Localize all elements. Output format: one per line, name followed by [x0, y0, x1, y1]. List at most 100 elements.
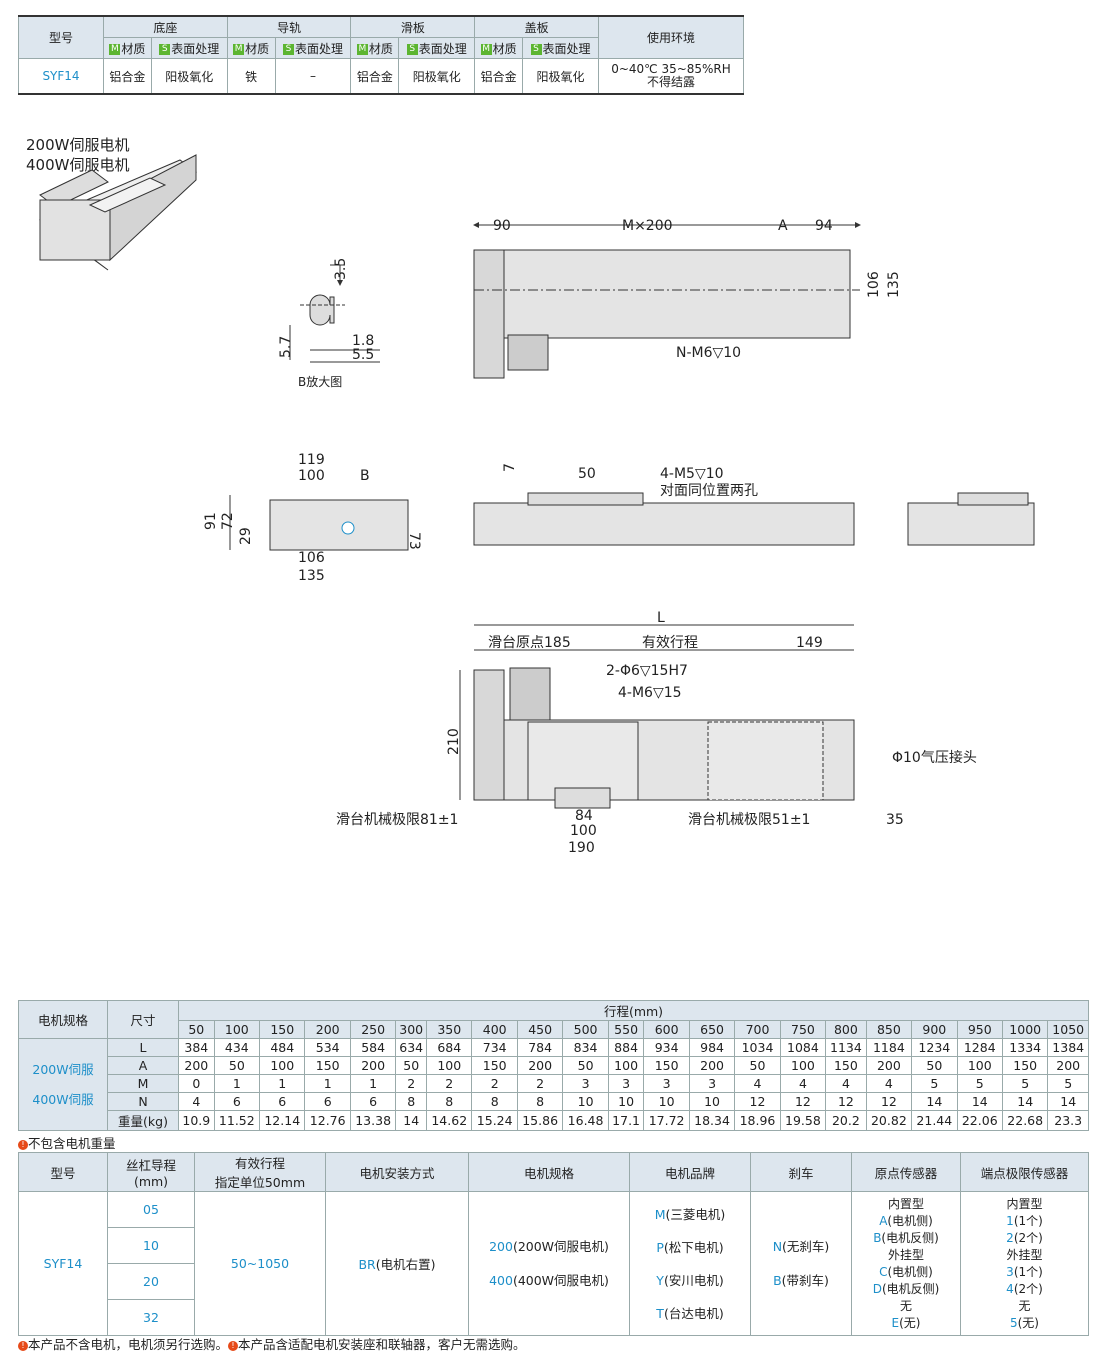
table-cell: 6: [259, 1092, 306, 1111]
table-cell: 100: [426, 1056, 473, 1075]
stroke-header: 600: [643, 1020, 690, 1039]
table-cell: 1184: [865, 1038, 913, 1057]
table-cell: 23.3: [1047, 1110, 1089, 1131]
table-cell: 684: [426, 1038, 473, 1057]
order-model: SYF14: [18, 1191, 108, 1336]
dim-1-8: 1.8: [352, 333, 374, 349]
end-dim-91: 91: [203, 512, 219, 530]
dim-3-5: 3.5: [333, 258, 349, 280]
bottom-origin: 滑台原点185: [488, 634, 571, 651]
top-dim-A: A: [778, 218, 788, 234]
order-stroke: 50~1050: [194, 1191, 326, 1336]
table-cell: 784: [516, 1038, 564, 1057]
table-cell: 10.9: [178, 1110, 215, 1131]
order-header: 端点极限传感器: [960, 1152, 1089, 1192]
hdr-motor: 电机规格: [18, 1000, 108, 1039]
table-cell: 12.76: [304, 1110, 351, 1131]
order-brand: M(三菱电机) P(松下电机) Y(安川电机) T(台达电机): [629, 1191, 751, 1336]
table-cell: 5: [1001, 1074, 1049, 1093]
table-cell: 10: [643, 1092, 690, 1111]
table-cell: 12: [779, 1092, 827, 1111]
bottom-dim-210: 210: [446, 728, 462, 755]
order-header: 电机品牌: [629, 1152, 751, 1192]
bottom-dim-35: 35: [886, 812, 904, 828]
m-icon: M: [233, 43, 245, 55]
table-cell: 200: [178, 1056, 215, 1075]
stroke-header: 450: [516, 1020, 564, 1039]
hdr-rail: 导轨: [226, 15, 352, 38]
stroke-header: 850: [865, 1020, 913, 1039]
table-cell: 384: [178, 1038, 215, 1057]
table-cell: 934: [643, 1038, 690, 1057]
table-cell: 17.72: [643, 1110, 690, 1131]
order-header: 电机安装方式: [325, 1152, 469, 1192]
table-cell: 634: [395, 1038, 428, 1057]
row-label: 重量(kg): [107, 1110, 179, 1131]
cover-material: 铝合金: [474, 58, 524, 95]
table-cell: 1384: [1047, 1038, 1089, 1057]
table-cell: 19.58: [779, 1110, 827, 1131]
table-cell: 11.52: [213, 1110, 261, 1131]
stroke-header: 650: [688, 1020, 736, 1039]
table-cell: 1134: [825, 1038, 867, 1057]
table-cell: 12.14: [259, 1110, 306, 1131]
table-cell: 6: [213, 1092, 261, 1111]
table-cell: 15.86: [516, 1110, 564, 1131]
table-cell: 10: [607, 1092, 645, 1111]
table-cell: 3: [607, 1074, 645, 1093]
rail-surface: –: [274, 58, 352, 95]
table-cell: 21.44: [911, 1110, 958, 1131]
table-cell: 5: [911, 1074, 958, 1093]
table-cell: 200: [865, 1056, 913, 1075]
table-cell: 14.62: [426, 1110, 473, 1131]
stroke-header: 200: [304, 1020, 351, 1039]
end-dim-73: 73: [406, 532, 422, 550]
table-cell: 4: [865, 1074, 913, 1093]
table-cell: 0: [178, 1074, 215, 1093]
table-cell: 20.82: [865, 1110, 913, 1131]
side-dim-7: 7: [502, 463, 518, 472]
table-cell: 17.1: [607, 1110, 645, 1131]
end-dim-100: 100: [298, 468, 325, 484]
table-cell: 1284: [956, 1038, 1003, 1057]
side-dim-50: 50: [578, 466, 596, 482]
table-cell: 1034: [734, 1038, 781, 1057]
table-cell: 434: [213, 1038, 261, 1057]
bottom-hole: 4-M6▽15: [618, 685, 682, 701]
stroke-header: 50: [178, 1020, 215, 1039]
table-cell: 2: [395, 1074, 428, 1093]
table-cell: 12: [865, 1092, 913, 1111]
s-icon: S: [530, 43, 542, 55]
table-cell: 50: [395, 1056, 428, 1075]
hdr-slider: 滑板: [350, 15, 476, 38]
bottom-limit2: 滑台机械极限51±1: [688, 811, 810, 828]
bottom-view: [459, 624, 855, 809]
table-cell: 1084: [779, 1038, 827, 1057]
table-cell: 8: [426, 1092, 473, 1111]
row-label: N: [107, 1092, 179, 1111]
top-dim-94: 94: [815, 218, 833, 234]
motor-label-400w: 400W伺服电机: [26, 156, 130, 174]
slider-material: 铝合金: [350, 58, 400, 95]
table-cell: 14: [395, 1110, 428, 1131]
bottom-dim-100: 100: [570, 823, 597, 839]
top-dim-M: M×200: [622, 218, 673, 234]
table-cell: 150: [643, 1056, 690, 1075]
table-cell: 6: [349, 1092, 397, 1111]
table-cell: 14: [1047, 1092, 1089, 1111]
rail-material: 铁: [226, 58, 276, 95]
stroke-header: 100: [213, 1020, 261, 1039]
table-cell: 22.68: [1001, 1110, 1049, 1131]
top-view: [473, 222, 861, 379]
table-cell: 20.2: [825, 1110, 867, 1131]
end-dim-119: 119: [298, 452, 325, 468]
table-cell: 200: [688, 1056, 736, 1075]
table-cell: 584: [349, 1038, 397, 1057]
stroke-header: 500: [562, 1020, 609, 1039]
